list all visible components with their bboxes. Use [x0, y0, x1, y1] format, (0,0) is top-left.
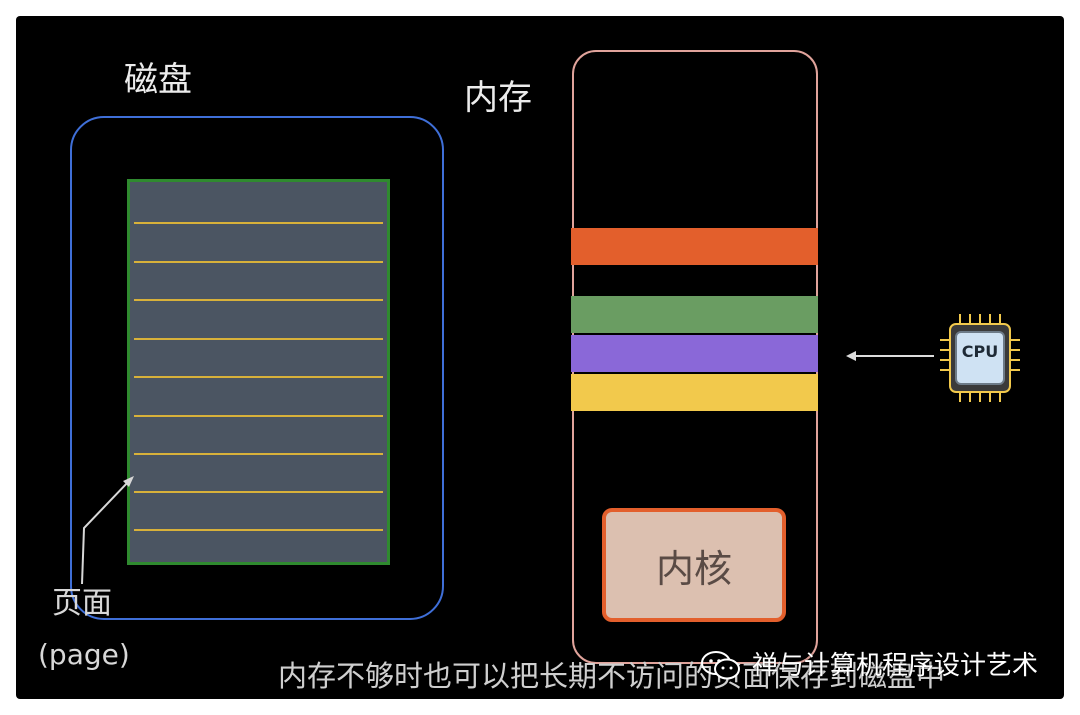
page-divider: [134, 338, 383, 340]
page-divider: [134, 376, 383, 378]
page-divider: [134, 261, 383, 263]
page-divider: [134, 491, 383, 493]
page-pointer-arrow: [81, 476, 134, 585]
diagram-frame: 磁盘 内存 内核: [16, 16, 1064, 699]
memory-label: 内存: [464, 78, 532, 118]
page-divider: [134, 222, 383, 224]
disk-container: [70, 116, 444, 620]
disk-label: 磁盘: [124, 60, 192, 100]
kernel-label: 内核: [655, 546, 732, 591]
watermark: 禅与计算机程序设计艺术: [700, 649, 1038, 683]
cpu-to-memory-arrow: [846, 351, 934, 361]
page-divider: [134, 529, 383, 531]
memory-page-purple: [571, 335, 818, 372]
page-label: 页面: [52, 586, 112, 621]
page-divider: [134, 299, 383, 301]
page-divider: [134, 453, 383, 455]
disk-page-stack: [127, 179, 390, 565]
subtitle-caption: 内存不够时也可以把长期不访问的页面保存到磁盘中: [278, 659, 946, 693]
memory-page-yellow: [571, 374, 818, 411]
page-divider: [134, 415, 383, 417]
watermark-text: 禅与计算机程序设计艺术: [752, 651, 1039, 681]
cpu-icon: [940, 314, 1020, 402]
kernel-block: 内核: [602, 508, 786, 622]
wechat-icon: [701, 651, 740, 680]
cpu-label: CPU: [961, 342, 999, 361]
memory-page-orange: [571, 228, 818, 265]
page-english-label: (page): [38, 638, 130, 671]
memory-page-green: [571, 296, 818, 333]
